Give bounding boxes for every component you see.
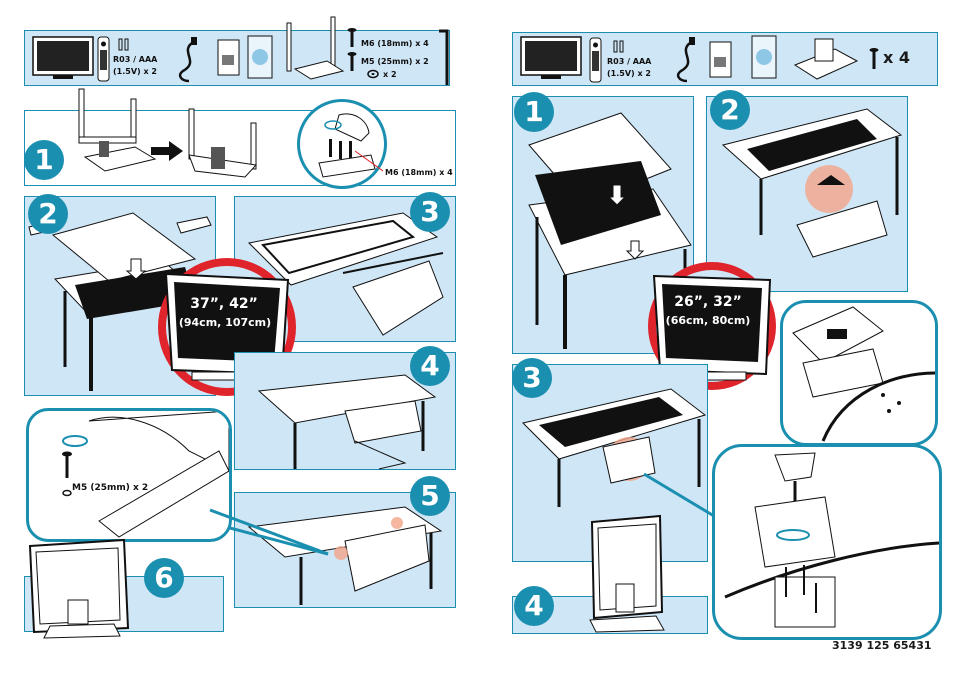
screw-m6-label: M6 (18mm) x 4 bbox=[361, 39, 429, 48]
assembled-stand-illustration bbox=[188, 108, 258, 178]
hand-screw-closeup bbox=[62, 411, 229, 538]
step-1-badge: 1 bbox=[24, 140, 64, 180]
document-code: 3139 125 65431 bbox=[832, 639, 932, 652]
step-5-badge: 5 bbox=[410, 476, 450, 516]
step-1-panel-left: M6 (18mm) x 4 bbox=[24, 88, 456, 189]
leaflet-icon bbox=[751, 35, 777, 79]
stand-base-icon bbox=[793, 38, 859, 80]
remote-control-icon bbox=[97, 36, 110, 82]
tv-icon bbox=[32, 36, 94, 79]
stand-on-tv-illustration bbox=[522, 388, 707, 507]
step-2-badge: 2 bbox=[710, 90, 750, 130]
step-6-badge: 6 bbox=[144, 558, 184, 598]
tv-front-illustration-left bbox=[164, 272, 290, 381]
stand-attach-illustration bbox=[257, 374, 437, 470]
tv-size-metric-label-right: (66cm, 80cm) bbox=[665, 314, 751, 327]
washer-icon bbox=[367, 69, 379, 79]
callout-line bbox=[354, 150, 384, 172]
battery-label: R03 / AAA bbox=[607, 57, 652, 66]
step-2-badge: 2 bbox=[28, 194, 68, 234]
step-4-badge: 4 bbox=[514, 586, 554, 626]
screwdriver-closeup bbox=[724, 452, 939, 628]
tv-icon bbox=[520, 36, 582, 79]
power-cable-icon bbox=[178, 37, 197, 83]
tv-size-metric-label-left: (94cm, 107cm) bbox=[178, 316, 272, 329]
step-4-badge: 4 bbox=[410, 346, 450, 386]
step-2-panel-right bbox=[706, 96, 908, 292]
allen-key-icon bbox=[439, 29, 449, 85]
screwdriver-detail-zoom bbox=[712, 444, 942, 640]
parts-bar-left: R03 / AAA (1.5V) x 2 M6 (18mm) x 4 M5 (2… bbox=[24, 16, 450, 86]
zoom-connector-lines bbox=[209, 508, 329, 556]
battery-icon bbox=[613, 40, 624, 53]
battery-icon bbox=[118, 38, 129, 51]
battery-qty-label: (1.5V) x 2 bbox=[113, 67, 157, 76]
remote-control-icon bbox=[589, 37, 602, 83]
step-3-badge: 3 bbox=[410, 192, 450, 232]
tv-front-illustration-right bbox=[652, 274, 772, 381]
step-1-badge: 1 bbox=[514, 92, 554, 132]
zoom-connector-line bbox=[643, 472, 715, 518]
tv-size-label-right: 26”, 32” bbox=[674, 294, 742, 310]
screw-zoom-panel bbox=[26, 408, 232, 542]
tv-on-table-illustration bbox=[247, 212, 444, 336]
tv-size-label-left: 37”, 42” bbox=[190, 296, 258, 312]
step-1-screw-label: M6 (18mm) x 4 bbox=[385, 168, 453, 177]
stand-parts-icon bbox=[286, 16, 345, 80]
step-3-badge: 3 bbox=[512, 358, 552, 398]
stand-detail-zoom bbox=[780, 300, 938, 446]
washer-qty-label: x 2 bbox=[383, 70, 397, 79]
screw-icon bbox=[62, 451, 72, 497]
manual-icon bbox=[217, 39, 240, 76]
tv-back-stand-insertion-illustration bbox=[721, 108, 903, 258]
screw-m5-label: M5 (25mm) x 2 bbox=[361, 57, 429, 66]
screwing-hand-illustration bbox=[318, 113, 376, 178]
tv-face-down-illustration bbox=[528, 112, 672, 260]
tv-back-on-stand-illustration bbox=[28, 538, 130, 639]
screw-icon bbox=[869, 48, 879, 69]
arrow-right-icon bbox=[151, 141, 183, 161]
screw-m5-icon bbox=[347, 52, 357, 71]
parts-bar-right: R03 / AAA (1.5V) x 2 x 4 bbox=[512, 32, 938, 86]
tv-back-on-stand-illustration bbox=[589, 514, 665, 633]
battery-label: R03 / AAA bbox=[113, 55, 158, 64]
manual-icon bbox=[709, 41, 732, 78]
leaflet-icon bbox=[247, 35, 273, 79]
battery-qty-label: (1.5V) x 2 bbox=[607, 69, 651, 78]
zoom-screw-label: M5 (25mm) x 2 bbox=[72, 483, 149, 493]
power-cable-icon bbox=[676, 37, 695, 83]
stand-pillars-illustration bbox=[78, 88, 157, 172]
stand-socket-closeup bbox=[792, 306, 935, 442]
screw-m6-icon bbox=[347, 28, 357, 47]
screw-qty-label: x 4 bbox=[883, 48, 911, 67]
